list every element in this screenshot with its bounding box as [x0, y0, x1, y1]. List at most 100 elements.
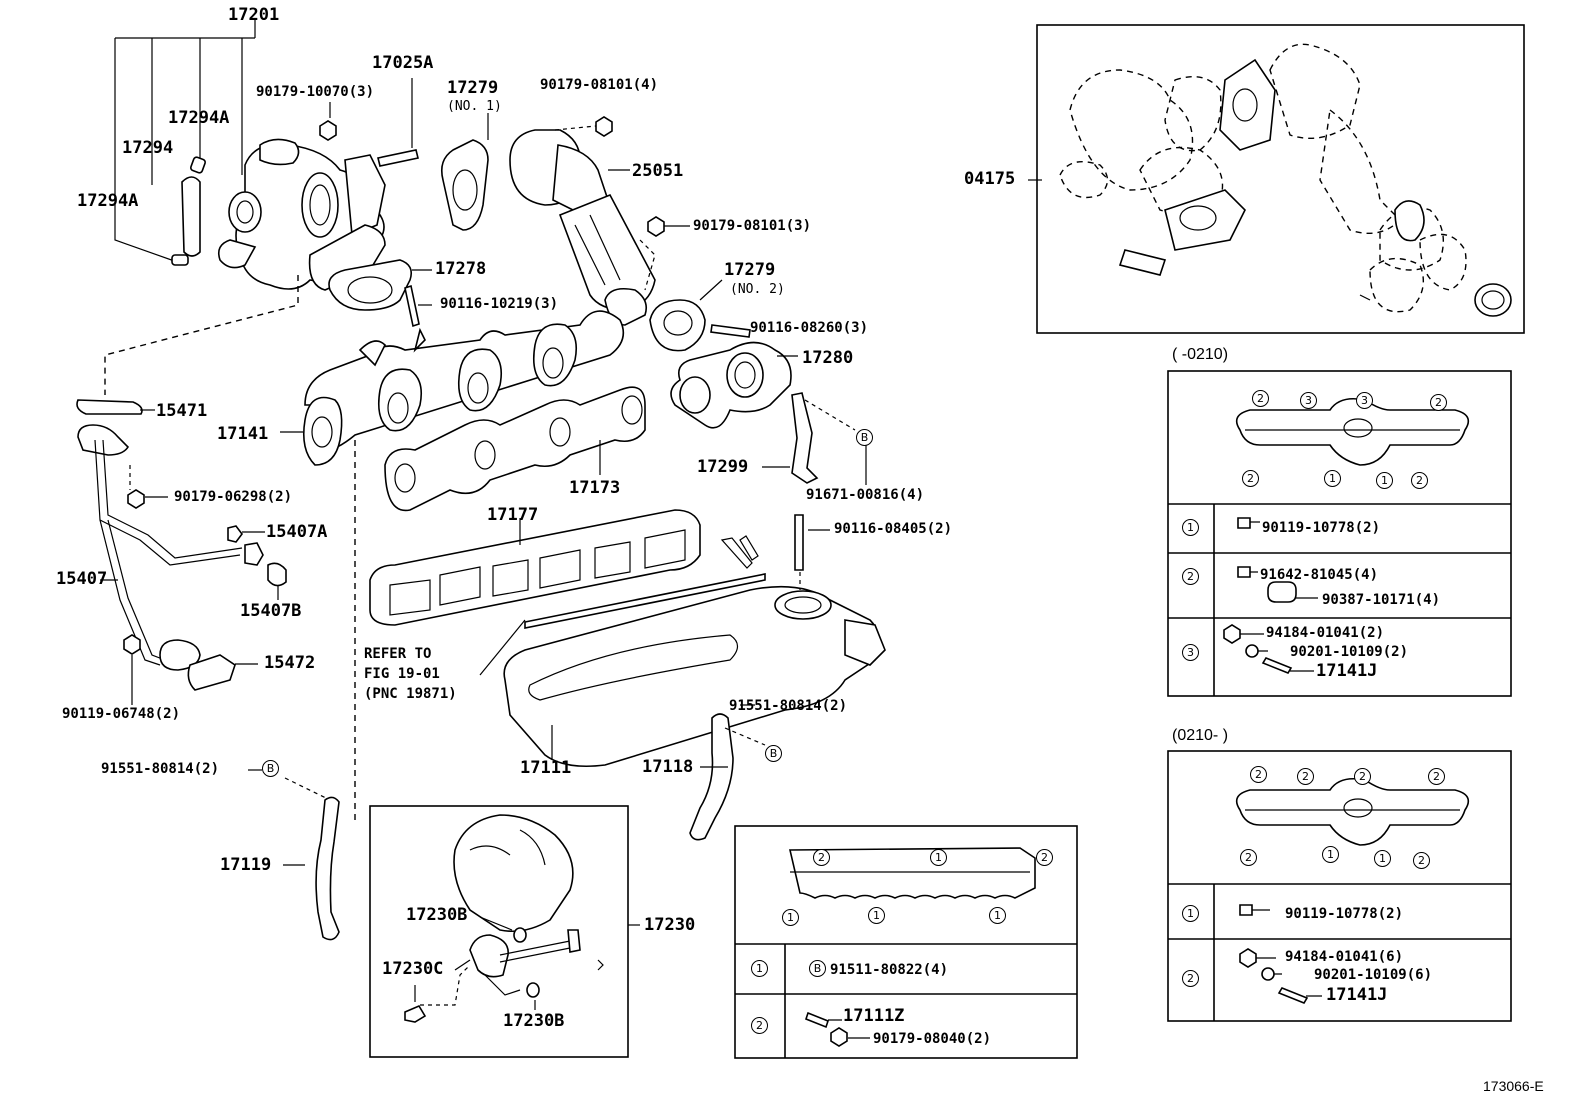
label-refer-pnc: (PNC 19871): [364, 686, 457, 702]
label-90179-08101-3: 90179-08101(3): [693, 218, 812, 234]
label-17294A-top: 17294A: [168, 108, 230, 128]
label-17111Z: 17111Z: [843, 1006, 905, 1026]
marker: 1: [1374, 850, 1391, 867]
label-90179-10070: 90179-10070(3): [256, 84, 375, 100]
marker: 2: [1354, 768, 1371, 785]
label-refer-fig: FIG 19-01: [364, 666, 440, 682]
label-90201-10109: 90201-10109(6): [1314, 967, 1433, 983]
marker: 2: [1250, 766, 1267, 783]
early-period: ( -0210): [1172, 346, 1229, 363]
label-17111: 17111: [520, 758, 572, 778]
marker: 2: [1240, 849, 1257, 866]
label-17294: 17294: [122, 138, 174, 158]
row-key-1: 1: [751, 960, 768, 977]
label-90179-08040: 90179-08040(2): [873, 1031, 992, 1047]
callout-b-marker: B: [809, 960, 826, 977]
label-17299: 17299: [697, 457, 749, 477]
row-key-3: 3: [1182, 644, 1199, 661]
late-bolt-table: [1167, 750, 1512, 1022]
marker: 2: [1036, 849, 1053, 866]
label-17230B-upper: 17230B: [406, 905, 468, 925]
marker: 3: [1300, 392, 1317, 409]
label-17141: 17141: [217, 424, 269, 444]
gasket-no2-and-outlet: [649, 279, 867, 485]
label-94184-01041: 94184-01041(2): [1266, 625, 1385, 641]
intake-bolt-table: [734, 825, 1078, 1059]
label-15472: 15472: [264, 653, 316, 673]
label-91551-80814-left: 91551-80814(2): [101, 761, 220, 777]
label-17279-no1: (NO. 1): [447, 99, 502, 114]
label-refer-to: REFER TO: [364, 646, 432, 662]
label-94184-01041: 94184-01041(6): [1285, 949, 1404, 965]
label-17230C: 17230C: [382, 959, 444, 979]
label-17141J: 17141J: [1326, 985, 1388, 1005]
figure-number: 173066-E: [1483, 1078, 1544, 1094]
label-17279-mid: 17279: [724, 260, 776, 280]
label-17230: 17230: [644, 915, 696, 935]
callout-b-marker: B: [262, 760, 279, 777]
catalytic-converter-pipe: [440, 113, 690, 326]
label-90116-08405: 90116-08405(2): [834, 521, 953, 537]
label-17118: 17118: [642, 757, 694, 777]
marker: 1: [782, 909, 799, 926]
early-bolt-table: [1167, 370, 1512, 697]
label-91671-00816: 91671-00816(4): [806, 487, 925, 503]
row-key-2: 2: [1182, 568, 1199, 585]
callout-b-marker: B: [765, 745, 782, 762]
label-90119-10778: 90119-10778(2): [1262, 520, 1381, 536]
label-15407B: 15407B: [240, 601, 302, 621]
marker: 2: [813, 849, 830, 866]
label-90179-06298: 90179-06298(2): [174, 489, 293, 505]
label-15471: 15471: [156, 401, 208, 421]
turbo-oil-pipe: [76, 399, 287, 705]
marker: 2: [1430, 394, 1447, 411]
hose-17119: [248, 769, 340, 941]
gasket-kit-box: [1028, 24, 1525, 334]
label-17141J: 17141J: [1316, 661, 1378, 681]
turbocharger-assembly: [104, 20, 432, 395]
marker: 1: [1376, 472, 1393, 489]
label-91642-81045: 91642-81045(4): [1260, 567, 1379, 583]
label-17230B-lower: 17230B: [503, 1011, 565, 1031]
label-17279-no2: (NO. 2): [730, 282, 785, 297]
label-04175: 04175: [964, 169, 1016, 189]
label-17279-top: 17279: [447, 78, 499, 98]
label-15407A: 15407A: [266, 522, 328, 542]
label-91511-80822: 91511-80822(4): [830, 962, 949, 978]
marker: 1: [989, 907, 1006, 924]
label-17119: 17119: [220, 855, 272, 875]
marker: 2: [1297, 768, 1314, 785]
label-17025A: 17025A: [372, 53, 434, 73]
actuator-box: [369, 805, 640, 1058]
callout-b-marker: B: [856, 429, 873, 446]
label-17278: 17278: [435, 259, 487, 279]
label-90119-06748: 90119-06748(2): [62, 706, 181, 722]
marker: 2: [1242, 470, 1259, 487]
label-15407: 15407: [56, 569, 108, 589]
marker: 2: [1411, 472, 1428, 489]
intake-manifold: [369, 509, 886, 841]
marker: 1: [1322, 846, 1339, 863]
label-17177: 17177: [487, 505, 539, 525]
label-17173: 17173: [569, 478, 621, 498]
label-90201-10109: 90201-10109(2): [1290, 644, 1409, 660]
label-25051: 25051: [632, 161, 684, 181]
row-key-2: 2: [751, 1017, 768, 1034]
label-90387-10171: 90387-10171(4): [1322, 592, 1441, 608]
label-90116-10219: 90116-10219(3): [440, 296, 559, 312]
row-key-1: 1: [1182, 519, 1199, 536]
marker: 3: [1356, 392, 1373, 409]
marker: 2: [1252, 390, 1269, 407]
marker: 1: [868, 907, 885, 924]
exhaust-manifold: [280, 310, 646, 820]
marker: 2: [1413, 852, 1430, 869]
marker: 1: [1324, 470, 1341, 487]
late-period: (0210- ): [1172, 727, 1229, 744]
label-91551-80814-right: 91551-80814(2): [729, 698, 848, 714]
label-90119-10778: 90119-10778(2): [1285, 906, 1404, 922]
label-90116-08260: 90116-08260(3): [750, 320, 869, 336]
label-17280: 17280: [802, 348, 854, 368]
row-key-1: 1: [1182, 905, 1199, 922]
